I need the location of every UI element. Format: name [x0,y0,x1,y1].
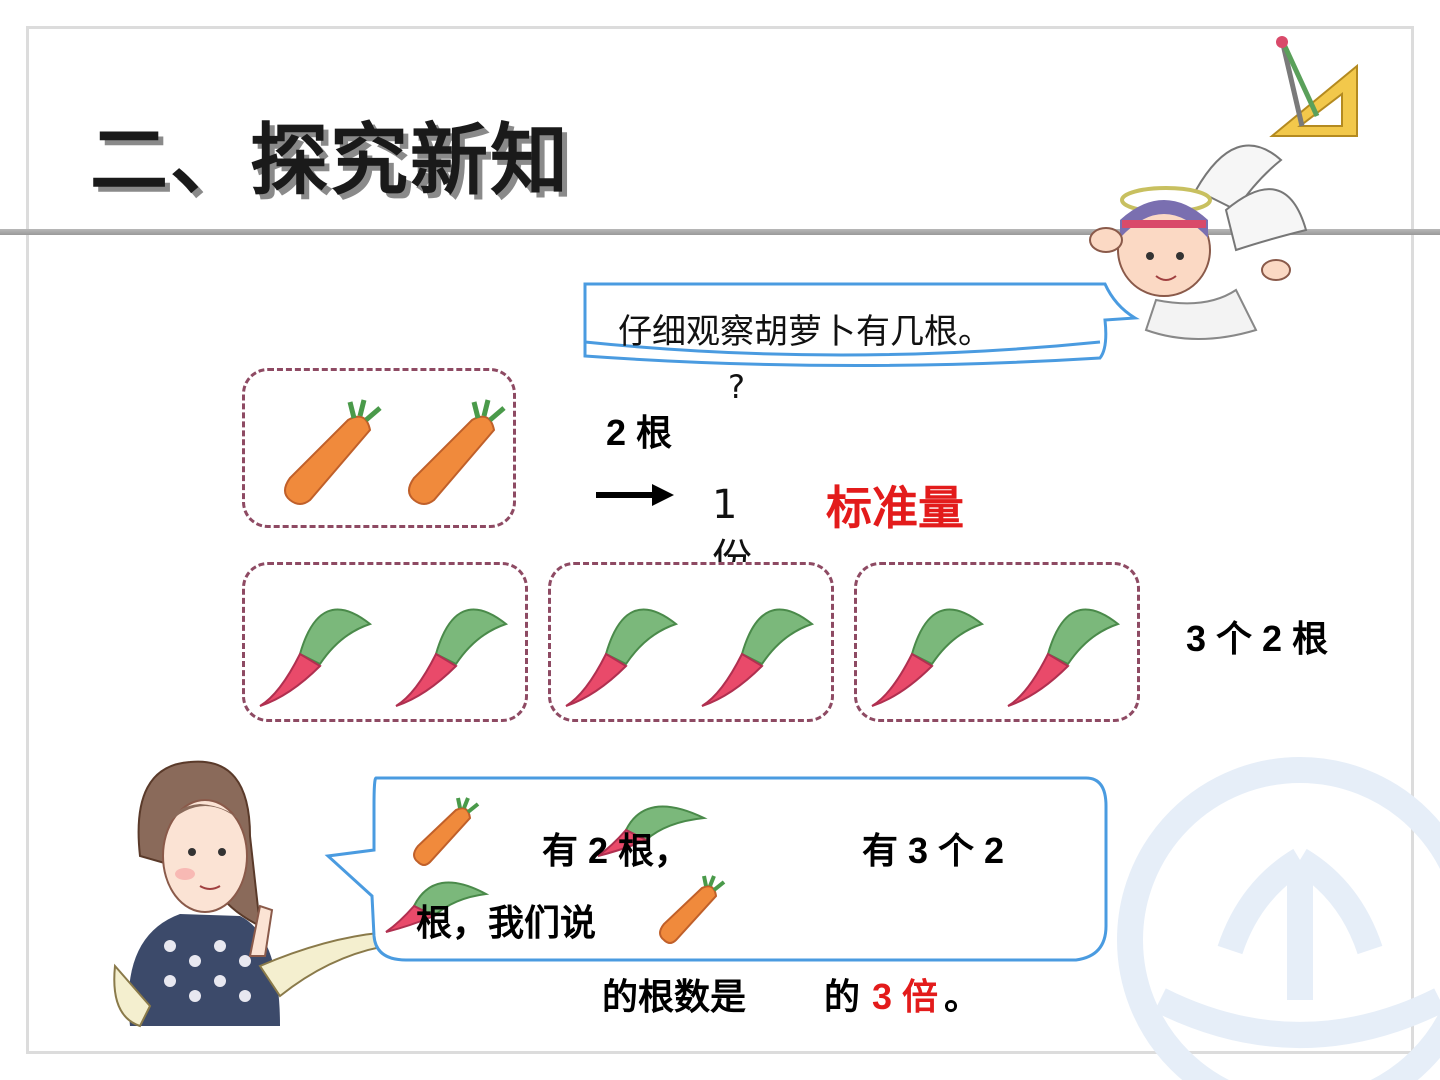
radish-group-box-1 [242,562,528,722]
girl-speech-bubble [324,776,1108,962]
times-three-label: 3 倍 [872,976,939,1017]
girl-bubble-text-1: 有 2 根， [542,830,691,871]
angel-character [1089,144,1308,340]
girl-bubble-text-3: 根，我们说 [416,902,597,943]
girl-bubble-text-4: 的根数是 [602,976,747,1017]
question-mark: ? [728,368,745,406]
title-divider [0,229,1440,235]
radish-icon [565,608,679,707]
radish-count-label: 3 个 2 根 [1186,618,1329,659]
carrot-icon [284,399,382,505]
standard-quantity-label: 标准量 [826,481,964,535]
carrot-count-label: 2 根 [606,412,673,453]
radish-group-box-2 [548,562,834,722]
slide-title: 二、探究新知 [90,116,571,206]
radish-icon [1007,608,1121,707]
compass-ruler-icon [1269,36,1358,137]
girl-character [113,760,392,1028]
arrow-right-icon [596,484,674,506]
radish-icon [259,608,373,707]
radish-icon [385,881,490,933]
slide-frame [26,26,1414,1054]
radish-icon [701,608,815,707]
angel-speech-bubble [583,282,1140,368]
radish-icon [395,608,509,707]
girl-bubble-text-7: 。 [944,976,981,1017]
carrot-icon [408,399,506,505]
carrot-icon [413,797,480,866]
carrot-icon [659,875,726,944]
radish-icon [871,608,985,707]
radish-group-box-3 [854,562,1140,722]
girl-bubble-text-5: 的 [824,976,861,1017]
girl-bubble-text-2: 有 3 个 2 [862,830,1005,871]
watermark-logo [1117,757,1440,1080]
angel-bubble-text: 仔细观察胡萝卜有几根。 [618,312,992,352]
radish-icon [597,805,708,857]
